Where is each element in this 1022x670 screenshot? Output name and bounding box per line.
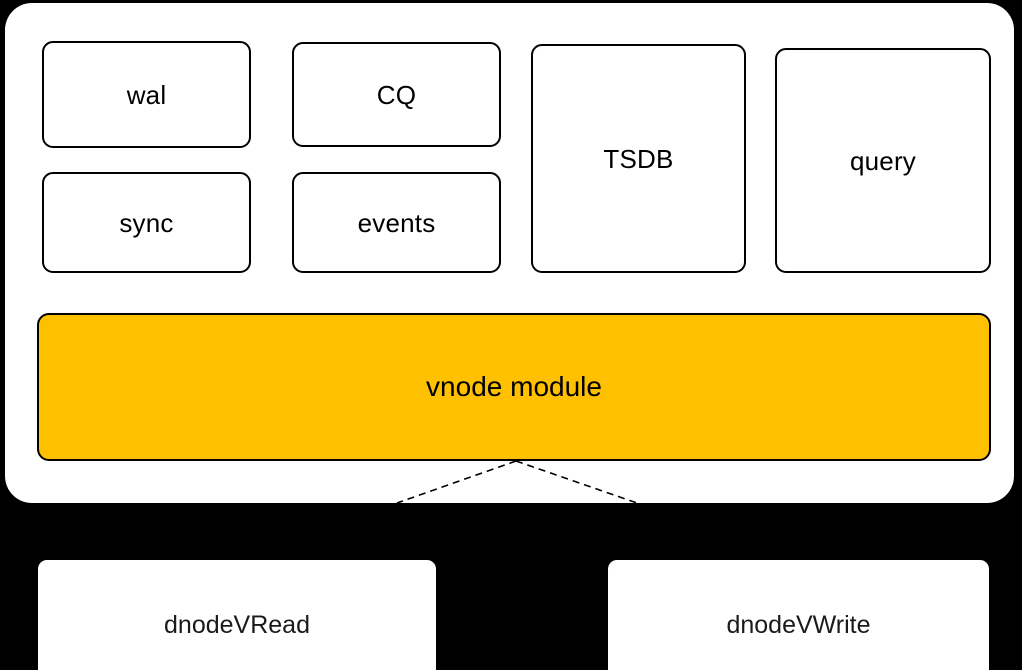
dnode-box-dnodevwrite[interactable]: dnodeVWrite — [608, 560, 989, 670]
dnode-box-dnodevread[interactable]: dnodeVRead — [38, 560, 436, 670]
vnode-module-bar[interactable]: vnode module — [37, 313, 991, 461]
vnode-module-label: vnode module — [426, 371, 602, 402]
module-box-tsdb[interactable]: TSDB — [531, 44, 746, 273]
dnode-label-dnodevwrite: dnodeVWrite — [726, 610, 871, 639]
module-label-tsdb: TSDB — [603, 143, 674, 174]
dnode-label-dnodevread: dnodeVRead — [164, 610, 310, 639]
module-label-query: query — [849, 145, 917, 176]
module-label-cq: CQ — [376, 79, 417, 110]
module-box-sync[interactable]: sync — [42, 172, 251, 273]
module-box-query[interactable]: query — [775, 48, 991, 273]
module-box-events[interactable]: events — [292, 172, 501, 273]
module-label-sync: sync — [119, 207, 174, 238]
module-label-wal: wal — [126, 79, 167, 110]
module-box-wal[interactable]: wal — [42, 41, 251, 148]
module-box-cq[interactable]: CQ — [292, 42, 501, 147]
module-label-events: events — [357, 207, 436, 238]
